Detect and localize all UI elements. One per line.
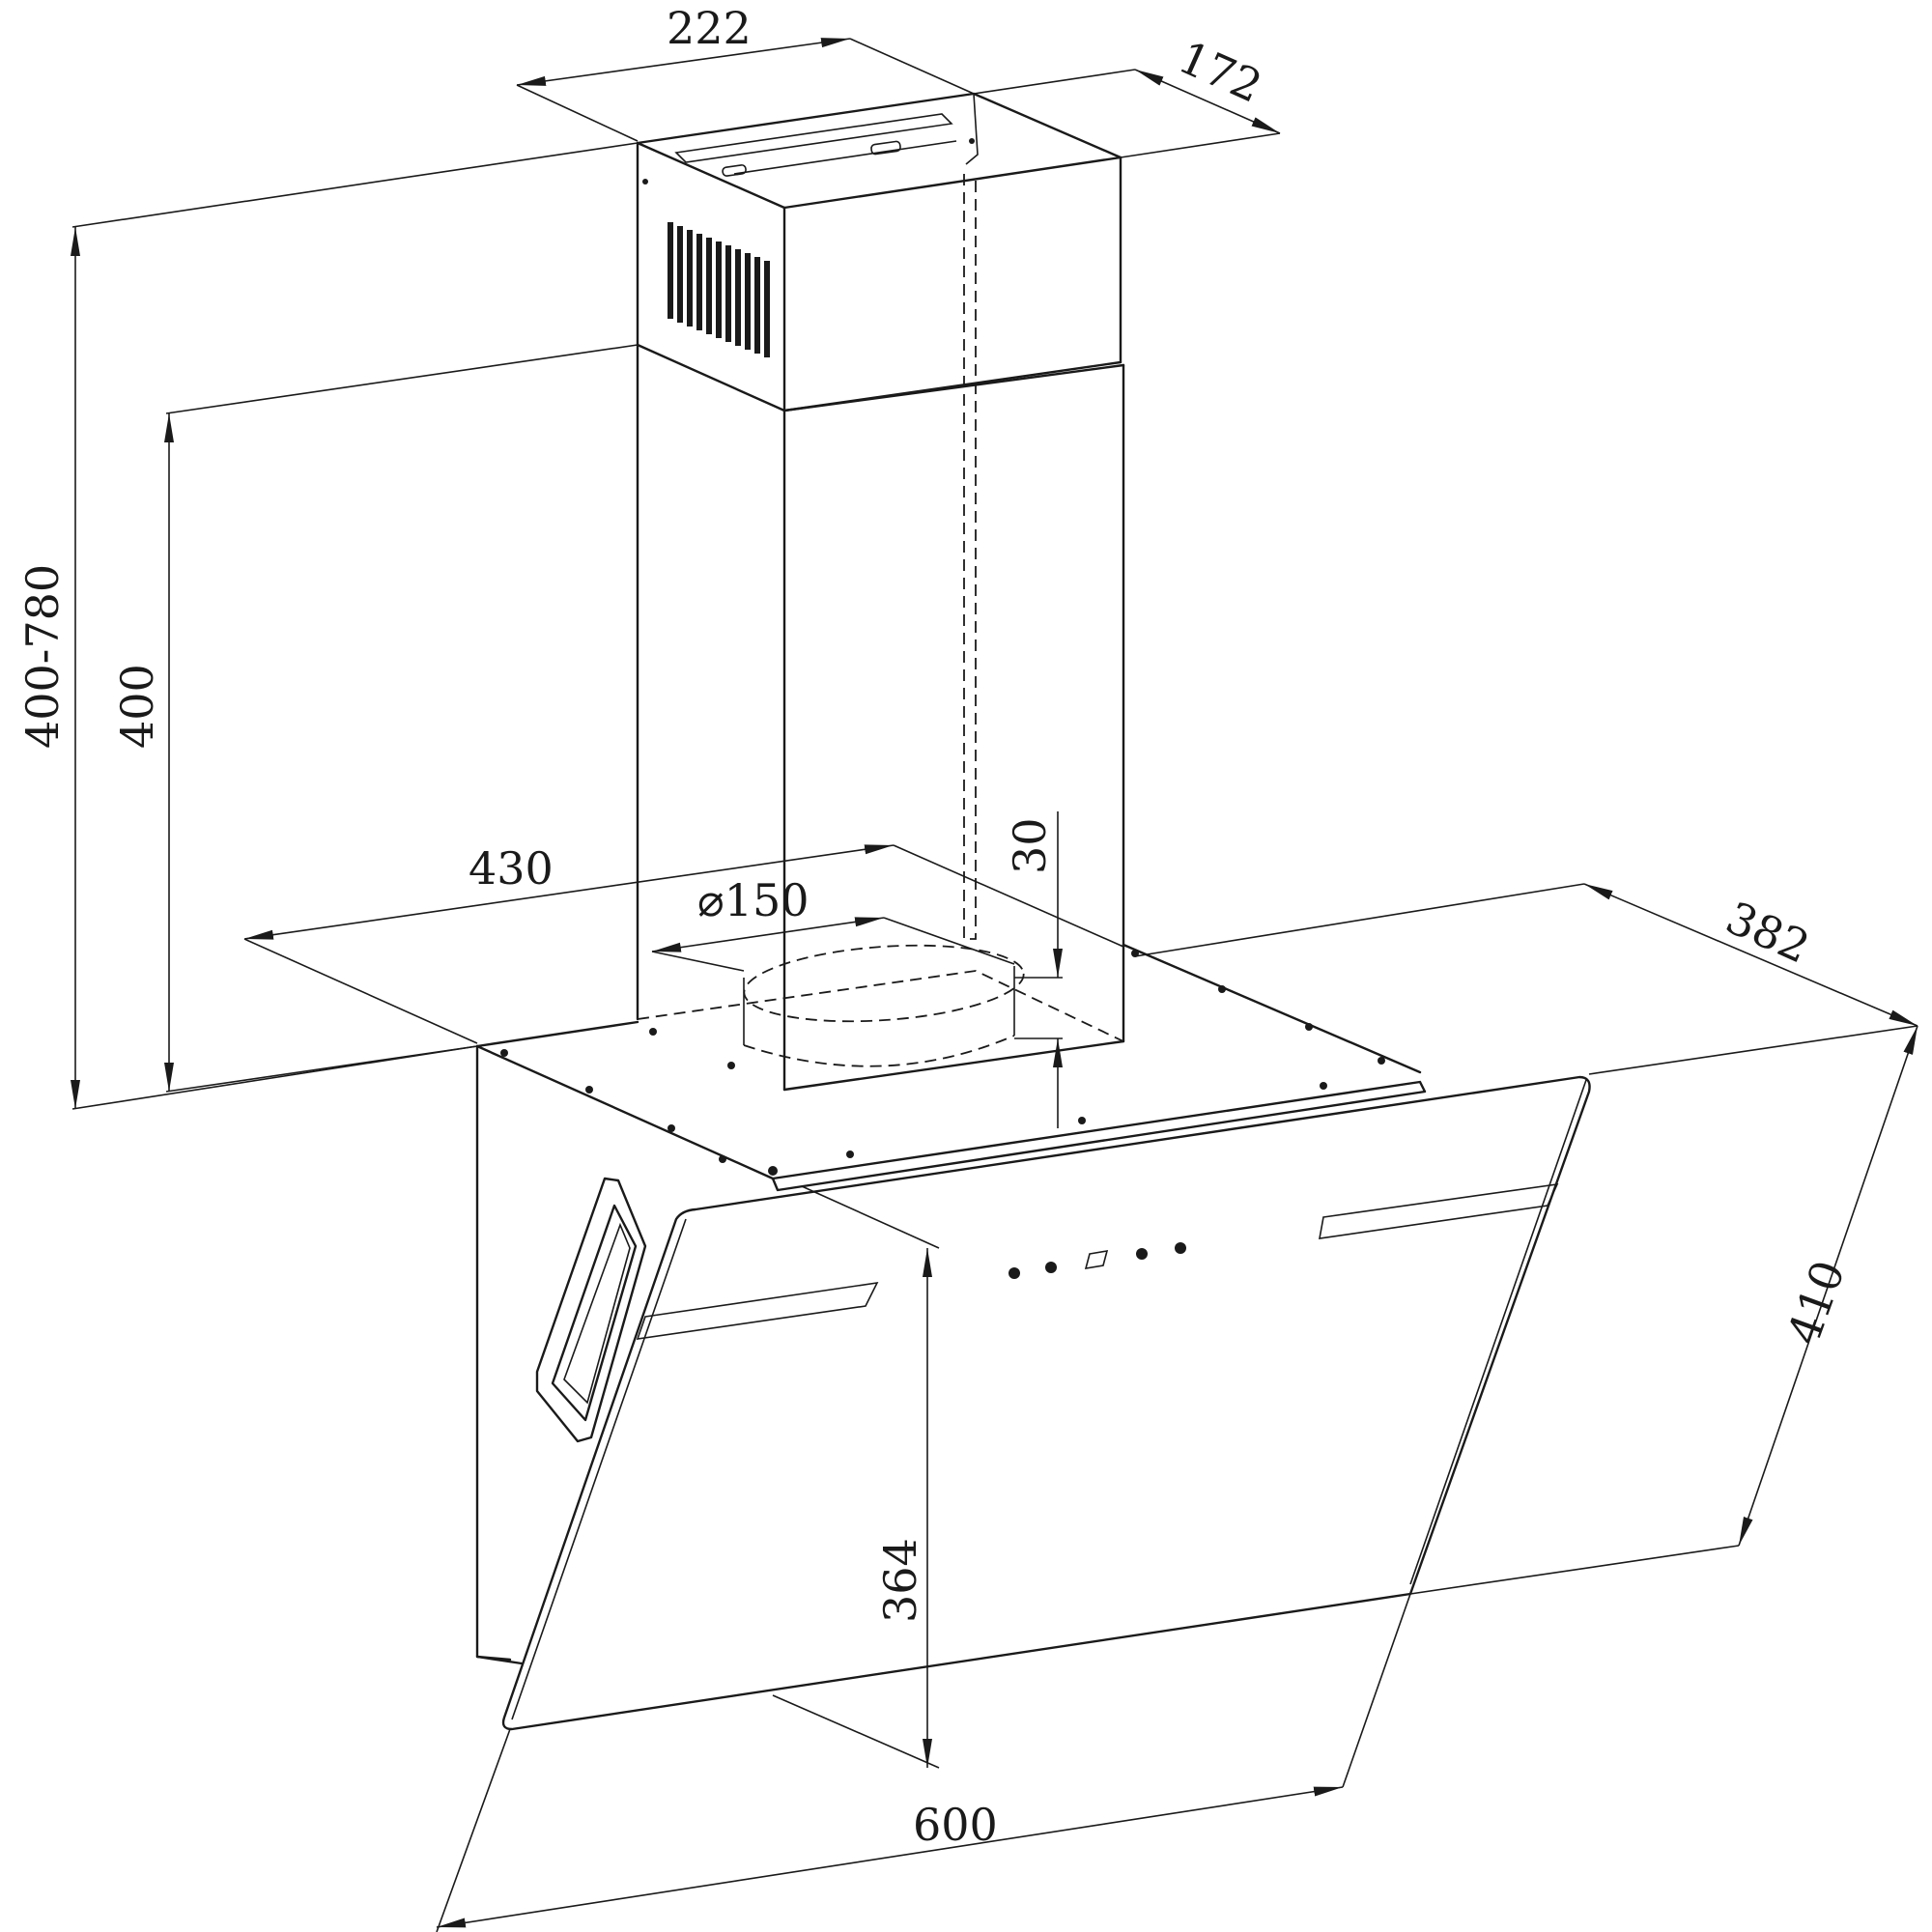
hood-handle — [535, 1177, 647, 1443]
dim-chimney-width: 222 — [516, 2, 975, 142]
dim-overall-height: 400-780 — [16, 142, 639, 1110]
dim-front-height: 364 — [772, 1185, 940, 1769]
dim-hood-width: 600 — [436, 1593, 1411, 1932]
label-hood-depth: 382 — [1719, 892, 1817, 974]
label-duct-diameter: ⌀150 — [697, 874, 810, 926]
label-chimney-height: 400 — [111, 664, 163, 749]
dim-chimney-depth: 172 — [973, 31, 1281, 158]
glass-front-panel — [501, 1075, 1591, 1731]
chimney-vent-slots — [668, 222, 770, 357]
dim-base-width: 430 — [243, 842, 1124, 1044]
label-glass-height: 410 — [1777, 1254, 1856, 1351]
label-chimney-width: 222 — [667, 2, 752, 54]
label-chimney-depth: 172 — [1171, 31, 1269, 113]
label-hood-width: 600 — [913, 1799, 998, 1851]
label-front-height: 364 — [874, 1538, 926, 1623]
dim-hood-depth: 382 — [1134, 883, 1918, 1075]
dim-duct-diameter: ⌀150 — [651, 874, 1015, 972]
hood-side-panel — [475, 1044, 524, 1665]
label-duct-offset: 30 — [1004, 817, 1056, 874]
dim-chimney-height: 400 — [111, 344, 639, 1093]
label-base-width: 430 — [469, 842, 554, 895]
dim-duct-offset: 30 — [1004, 811, 1063, 1128]
dim-glass-height: 410 — [1409, 1025, 1918, 1595]
label-overall-height: 400-780 — [16, 564, 69, 749]
hood-top-plate — [475, 943, 1427, 1192]
